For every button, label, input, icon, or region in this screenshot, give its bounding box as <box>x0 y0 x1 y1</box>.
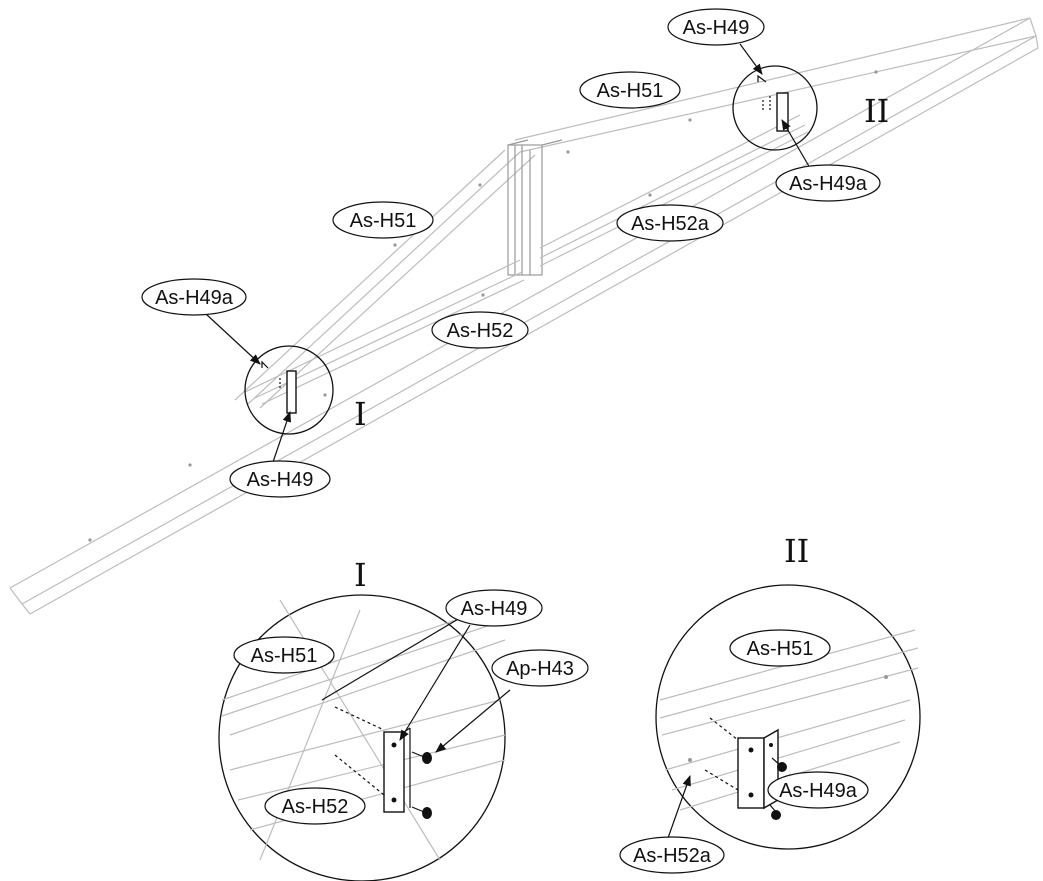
svg-text:As-H52: As-H52 <box>447 320 514 342</box>
screw-icon <box>411 751 432 819</box>
svg-text:As-H52a: As-H52a <box>633 845 712 867</box>
svg-text:As-H49: As-H49 <box>247 469 314 491</box>
svg-text:As-H51: As-H51 <box>597 80 664 102</box>
callout-bracket-top: As-H49 <box>667 8 765 75</box>
callout-detail-2-brace: As-H52a <box>619 774 725 874</box>
detail-circle-1 <box>244 345 334 435</box>
detail-2: II As-H <box>619 532 921 874</box>
bracket-angle-detail-2 <box>737 728 779 810</box>
callout-detail-1-rafter: As-H51 <box>233 636 335 674</box>
overview-frame: I II As-H49 As-H51 As-H49a As-H51 As-H52… <box>9 8 1039 615</box>
center-post <box>507 139 563 276</box>
svg-text:As-H49a: As-H49a <box>155 287 234 309</box>
callout-detail-1-brace: As-H52 <box>264 787 366 825</box>
detail-1-title: I <box>354 556 367 594</box>
detail-mark-1: I <box>354 395 367 433</box>
detail-2-title: II <box>784 532 809 570</box>
callout-detail-1-screw: Ap-H43 <box>435 649 589 753</box>
brace-beams <box>244 114 809 405</box>
callout-detail-1-bracket: As-H49 <box>399 589 543 741</box>
detail-circle-2 <box>732 65 818 151</box>
svg-text:As-H49a: As-H49a <box>789 173 868 195</box>
callout-brace-left: As-H52 <box>431 311 529 349</box>
screw-icon-detail-2 <box>769 757 787 820</box>
svg-text:Ap-H43: Ap-H43 <box>506 658 574 680</box>
callout-rafter-top: As-H51 <box>579 71 681 109</box>
detail-mark-2: II <box>864 92 889 130</box>
svg-text:As-H49: As-H49 <box>683 17 750 39</box>
callout-bracket-top-a: As-H49a <box>775 119 881 202</box>
callout-brace-right: As-H52a <box>616 204 724 242</box>
bolt-holes <box>88 70 878 542</box>
svg-text:As-H49: As-H49 <box>461 598 528 620</box>
svg-text:As-H51: As-H51 <box>350 210 417 232</box>
callout-bracket-left-a: As-H49a <box>141 278 261 365</box>
svg-text:As-H52a: As-H52a <box>631 213 710 235</box>
svg-text:As-H52: As-H52 <box>282 796 349 818</box>
svg-text:As-H49a: As-H49a <box>779 780 858 802</box>
rafter-beam <box>9 17 1039 615</box>
bracket-plate-detail-1 <box>383 727 411 813</box>
detail-1: I As-H5 <box>218 556 589 881</box>
callout-bracket-left: As-H49 <box>229 410 331 498</box>
svg-text:As-H51: As-H51 <box>747 638 814 660</box>
callout-rafter-left: As-H51 <box>332 201 434 239</box>
callout-detail-2-bracket: As-H49a <box>767 771 869 809</box>
callout-detail-2-rafter: As-H51 <box>729 629 831 667</box>
svg-text:As-H51: As-H51 <box>251 645 318 667</box>
